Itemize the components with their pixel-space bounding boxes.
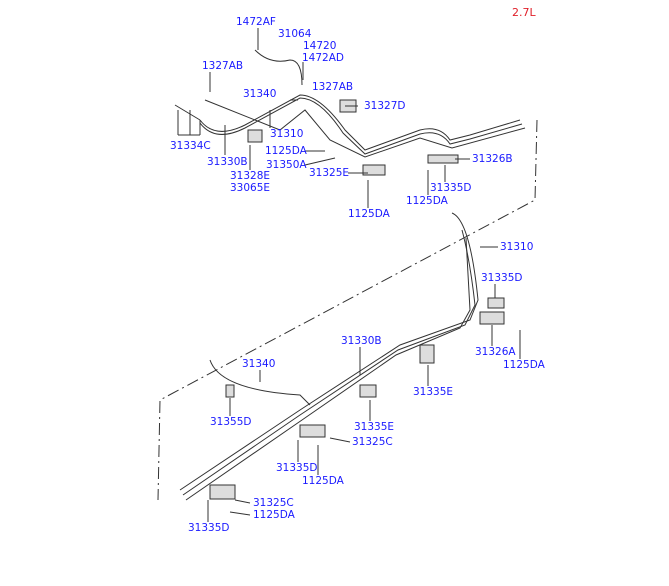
part-label[interactable]: 1125DA <box>503 359 545 371</box>
part-label[interactable]: 1125DA <box>253 509 295 521</box>
part-label[interactable]: 31355D <box>210 416 252 428</box>
part-label[interactable]: 31326A <box>475 346 516 358</box>
part-label[interactable]: 33065E <box>230 182 271 194</box>
clips <box>209 99 505 500</box>
part-label[interactable]: 1125DA <box>348 208 390 220</box>
engine-variant-label: 2.7L <box>512 6 536 19</box>
part-label[interactable]: 31335D <box>188 522 230 534</box>
part-label[interactable]: 31340 <box>243 88 277 100</box>
part-label[interactable]: 1472AF <box>236 16 276 28</box>
part-label[interactable]: 31335D <box>276 462 318 474</box>
upper-fuel-pipes <box>174 49 526 158</box>
part-label[interactable]: 31340 <box>242 358 276 370</box>
part-label[interactable]: 31325C <box>352 436 393 448</box>
part-label[interactable]: 1327AB <box>202 60 244 72</box>
part-label[interactable]: 31335D <box>430 182 472 194</box>
leader-lines <box>177 28 521 522</box>
part-label[interactable]: 31326B <box>472 153 513 165</box>
part-label[interactable]: 1125DA <box>302 475 344 487</box>
part-label[interactable]: 31330B <box>341 335 382 347</box>
part-label[interactable]: 31335E <box>354 421 395 433</box>
part-label[interactable]: 31328E <box>230 170 271 182</box>
part-label[interactable]: 31330B <box>207 156 248 168</box>
part-label[interactable]: 31350A <box>266 159 307 171</box>
lower-fuel-pipes <box>179 212 479 501</box>
part-label[interactable]: 1125DA <box>265 145 307 157</box>
part-label[interactable]: 14720 <box>303 40 337 52</box>
frame-boundary <box>157 119 538 501</box>
part-label[interactable]: 31327D <box>364 100 406 112</box>
part-label[interactable]: 1125DA <box>406 195 448 207</box>
part-label[interactable]: 1472AD <box>302 52 344 64</box>
part-label[interactable]: 31325C <box>253 497 294 509</box>
part-label[interactable]: 31335E <box>413 386 454 398</box>
part-label[interactable]: 31334C <box>170 140 211 152</box>
part-label[interactable]: 31310 <box>500 241 534 253</box>
part-label[interactable]: 31310 <box>270 128 304 140</box>
part-label[interactable]: 31335D <box>481 272 523 284</box>
part-label[interactable]: 31325E <box>309 167 350 179</box>
part-label[interactable]: 1327AB <box>312 81 354 93</box>
part-label[interactable]: 31064 <box>278 28 312 40</box>
